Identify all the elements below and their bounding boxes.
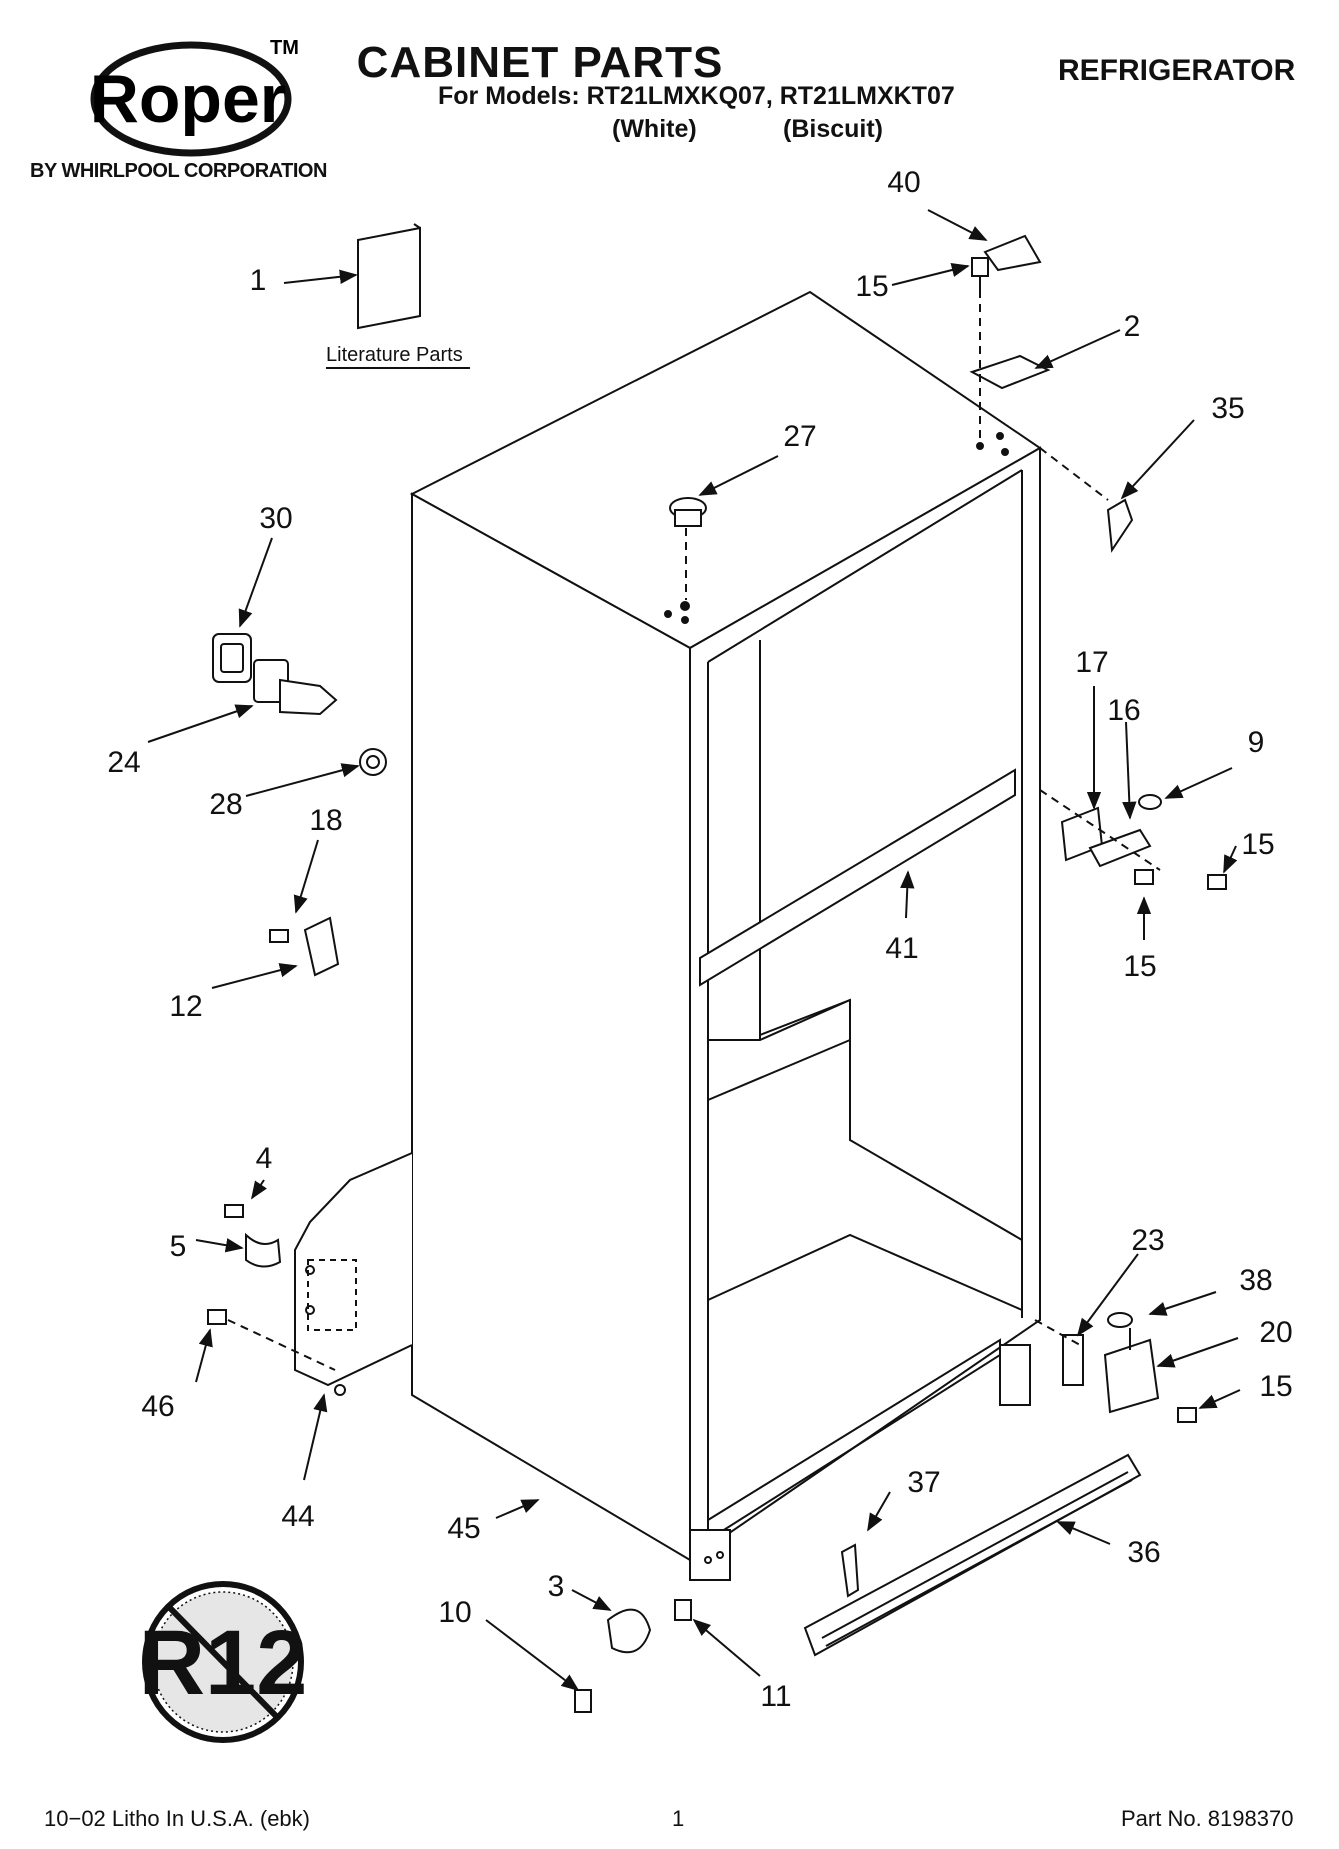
- corporation-label: BY WHIRLPOOL CORPORATION: [30, 160, 327, 182]
- callout-label-c4: 4: [256, 1142, 273, 1175]
- literature-parts-label: Literature Parts: [326, 344, 463, 366]
- roper-logo: Roper TM: [90, 37, 299, 157]
- callout-label-c12: 12: [169, 990, 202, 1023]
- color-white-label: (White): [612, 115, 697, 143]
- callout-label-c23: 23: [1131, 1224, 1164, 1257]
- callout-label-c35: 35: [1211, 392, 1244, 425]
- trademark-mark: TM: [270, 37, 299, 59]
- callout-label-c46: 46: [141, 1390, 174, 1423]
- color-biscuit-label: (Biscuit): [783, 115, 883, 143]
- hinge-washer-part: [1138, 794, 1162, 810]
- page-number: 1: [672, 1806, 685, 1831]
- callout-label-c24: 24: [107, 746, 140, 779]
- lower-hinge-part: [1103, 1338, 1160, 1414]
- washer-part: [359, 748, 387, 776]
- shim-part: [1062, 1334, 1084, 1386]
- side-bracket-part: [294, 1152, 413, 1387]
- callout-label-c27: 27: [783, 420, 816, 453]
- callout-label-c11: 11: [760, 1680, 791, 1713]
- callout-label-c37: 37: [907, 1466, 940, 1499]
- center-hinge-part: [1088, 828, 1152, 868]
- callout-label-c15d: 15: [1259, 1370, 1292, 1403]
- callout-label-c9: 9: [1248, 726, 1265, 759]
- models-line: For Models: RT21LMXKQ07, RT21LMXKT07: [438, 82, 955, 110]
- callout-label-c30: 30: [259, 502, 292, 535]
- callout-label-c18: 18: [309, 804, 342, 837]
- no-r12-badge: R12: [139, 1581, 307, 1743]
- callout-label-c15c: 15: [1123, 950, 1156, 983]
- callout-label-c36: 36: [1127, 1536, 1160, 1569]
- callout-label-c15a: 15: [855, 270, 888, 303]
- clamp-part: [245, 1232, 282, 1268]
- door-stop-part: [303, 916, 340, 977]
- callout-label-c3: 3: [548, 1570, 565, 1603]
- callout-label-c38: 38: [1239, 1264, 1272, 1297]
- toe-grille-part: [803, 1453, 1142, 1657]
- callout-label-c28: 28: [209, 788, 242, 821]
- callout-label-c17: 17: [1075, 646, 1108, 679]
- callout-label-c10: 10: [438, 1596, 471, 1629]
- callout-label-c15b: 15: [1241, 828, 1274, 861]
- lower-hinge-washer: [1107, 1312, 1133, 1328]
- top-hinge-part: [969, 354, 1051, 390]
- category-label: REFRIGERATOR: [1058, 54, 1296, 87]
- page-title: CABINET PARTS: [356, 38, 724, 87]
- callout-label-c16: 16: [1107, 694, 1140, 727]
- hinge-cap-part: [983, 234, 1042, 272]
- callout-label-c1: 1: [250, 264, 267, 297]
- leveling-screw-part: [674, 1599, 692, 1621]
- refrigerator-cabinet: [409, 290, 1042, 1562]
- footer-print-info: 10−02 Litho In U.S.A. (ebk): [44, 1806, 310, 1831]
- leveling-roller-part: [606, 1608, 652, 1654]
- grille-clip-part: [840, 1543, 860, 1598]
- callout-label-c40: 40: [887, 166, 920, 199]
- literature-booklet: [357, 226, 421, 330]
- callout-label-c2: 2: [1124, 310, 1141, 343]
- callout-label-c44: 44: [281, 1500, 314, 1533]
- callout-label-c20: 20: [1259, 1316, 1292, 1349]
- callout-label-c5: 5: [170, 1230, 187, 1263]
- handle-bushing-part: [212, 633, 252, 683]
- hinge-cover-part: [1106, 498, 1134, 553]
- callout-label-c41: 41: [885, 932, 918, 965]
- callout-label-c45: 45: [447, 1512, 480, 1545]
- part-number: Part No. 8198370: [1121, 1806, 1294, 1831]
- pin-part: [574, 1689, 592, 1713]
- brand-name: Roper: [90, 61, 286, 137]
